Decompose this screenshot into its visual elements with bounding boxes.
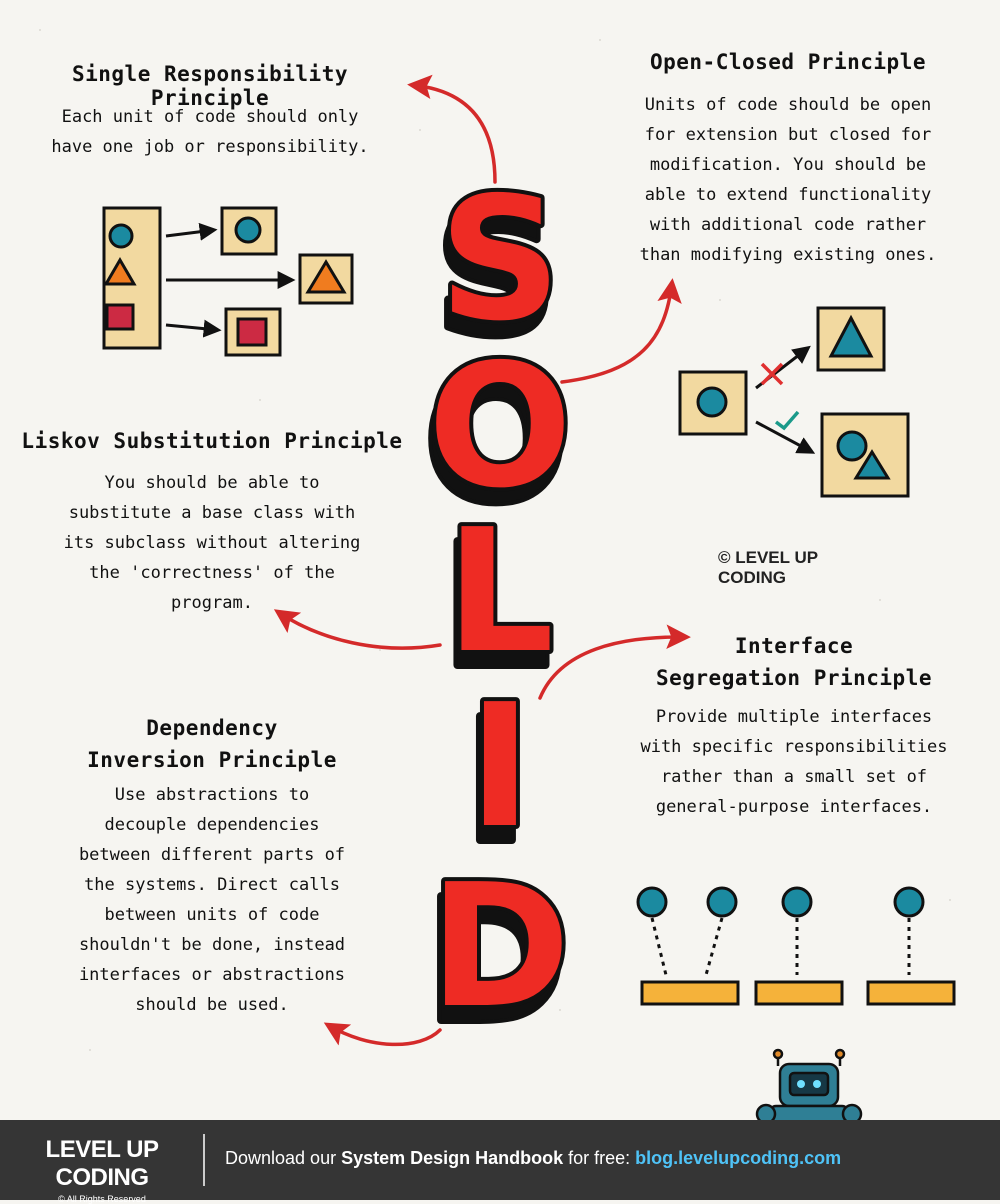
cta-handbook: System Design Handbook [341,1148,564,1168]
footer-bar: LEVEL UP CODING © All Rights Reserved Do… [0,1120,1000,1204]
footer-logo: LEVEL UP CODING © All Rights Reserved [22,1136,182,1204]
interface-bar [754,980,844,1006]
lsp-text: You should be able to substitute a base … [63,473,361,613]
interface-bar [866,980,956,1006]
triangle-icon [853,449,891,480]
isp-title: Interface Segregation Principle [655,634,932,690]
ocp-text: Units of code should be open for extensi… [639,95,937,265]
triangle-icon [305,259,347,294]
srp-text: Each unit of code should only have one j… [51,107,369,157]
circle-icon [234,216,262,244]
interface-bar [640,980,740,1006]
letter-i: I [468,668,531,866]
arrow-to-dip [323,1022,442,1047]
paper-texture [39,29,951,1081]
footer-logo-text: LEVEL UP CODING [45,1136,159,1191]
client-circle-icon [893,886,925,918]
square-icon [105,303,135,331]
footer-rights: © All Rights Reserved [58,1194,146,1204]
isp-text: Provide multiple interfaces with specifi… [640,707,948,817]
srp-arrow [165,222,218,241]
letter-s-shadow: S [435,176,557,374]
isp-illustration [636,886,956,1006]
letter-s: S [439,161,561,359]
lsp-title: Liskov Substitution Principle [21,429,403,453]
dip-title: Dependency Inversion Principle [87,716,337,772]
ocp-title: Open-Closed Principle [649,50,926,74]
circle-icon [108,223,134,249]
client-circle-icon [706,886,738,918]
cta-prefix: Download our [225,1148,342,1168]
square-icon [236,317,268,347]
letter-l-shadow: L [442,508,550,706]
circle-icon [836,430,868,462]
srp-title: Single Responsibility Principle [71,62,348,110]
arrow-to-ocp [560,278,682,384]
letter-o: O [428,328,573,526]
check-icon [774,410,800,431]
letter-d-shadow: D [425,863,566,1061]
solid-diagram: S S O O L L I I D D [102,74,956,1120]
cta-mid: for free: [563,1148,636,1168]
triangle-icon [828,314,874,358]
letter-o-shadow: O [424,343,569,541]
letter-l: L [446,493,554,691]
footer-divider [203,1134,205,1186]
footer-cta: Download our System Design Handbook for … [225,1148,841,1169]
ocp-illustration [678,306,910,498]
client-circle-icon [636,886,668,918]
ocp-arrow-extend [755,420,816,454]
srp-illustration [102,206,354,357]
letter-i-shadow: I [464,683,527,881]
client-circle-icon [781,886,813,918]
cta-link[interactable]: blog.levelupcoding.com [635,1148,842,1168]
letter-d: D [429,848,570,1046]
srp-arrow [165,319,222,338]
arrow-to-srp [407,74,497,184]
cross-icon [760,362,784,386]
arrow-to-isp [538,624,691,700]
copyright-mark: © LEVEL UP CODING [718,548,818,587]
circle-icon [696,386,728,418]
arrow-to-lsp [273,609,442,650]
dip-text: Use abstractions to decouple dependencie… [78,785,346,1015]
robot-mascot-icon [755,1048,863,1120]
triangle-icon [103,257,137,286]
ocp-extended-box [820,412,910,498]
